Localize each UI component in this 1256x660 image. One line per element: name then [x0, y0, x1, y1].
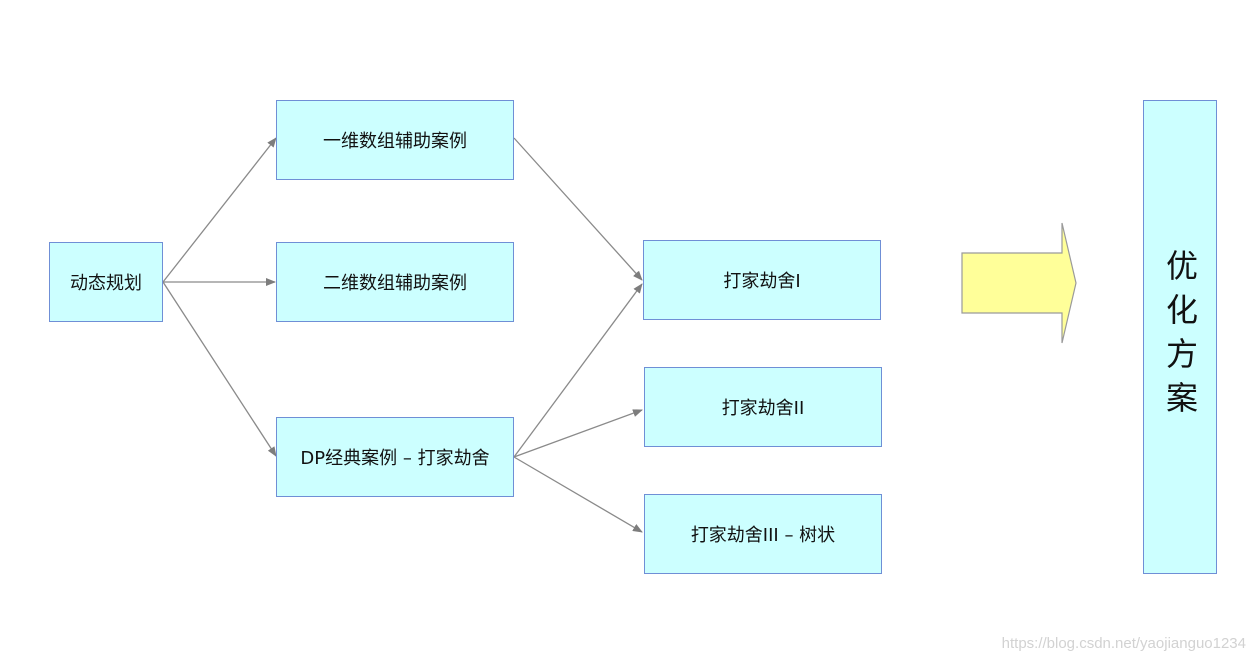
node-dp: 动态规划	[49, 242, 163, 322]
node-house-robber-3: 打家劫舍III – 树状	[644, 494, 882, 574]
arrow-classic-to-rob3	[513, 456, 643, 533]
node-house-robber-1: 打家劫舍I	[643, 240, 881, 320]
node-classic-cases: DP经典案例 – 打家劫舍	[276, 417, 514, 497]
node-classic-cases-label: DP经典案例 – 打家劫舍	[300, 448, 490, 469]
node-optimization: 优化方案	[1143, 100, 1217, 574]
node-two-dim-array: 二维数组辅助案例	[276, 242, 514, 322]
node-dp-label: 动态规划	[70, 273, 142, 294]
big-right-arrow-icon	[961, 222, 1077, 344]
arrow-dp-to-classic	[162, 281, 277, 457]
watermark: https://blog.csdn.net/yaojianguo1234	[1001, 635, 1246, 652]
node-house-robber-1-label: 打家劫舍I	[723, 271, 801, 292]
arrow-classic-to-rob1	[513, 283, 643, 458]
node-house-robber-2: 打家劫舍II	[644, 367, 882, 447]
node-two-dim-array-label: 二维数组辅助案例	[323, 273, 467, 294]
arrow-dp-to-1d	[162, 137, 277, 283]
arrow-1d-to-rob1	[513, 137, 643, 281]
node-house-robber-3-label: 打家劫舍III – 树状	[690, 525, 836, 546]
node-optimization-label: 优化方案	[1161, 249, 1199, 425]
node-one-dim-array: 一维数组辅助案例	[276, 100, 514, 180]
node-house-robber-2-label: 打家劫舍II	[721, 398, 805, 419]
node-one-dim-array-label: 一维数组辅助案例	[323, 131, 467, 152]
arrow-classic-to-rob2	[513, 409, 643, 458]
